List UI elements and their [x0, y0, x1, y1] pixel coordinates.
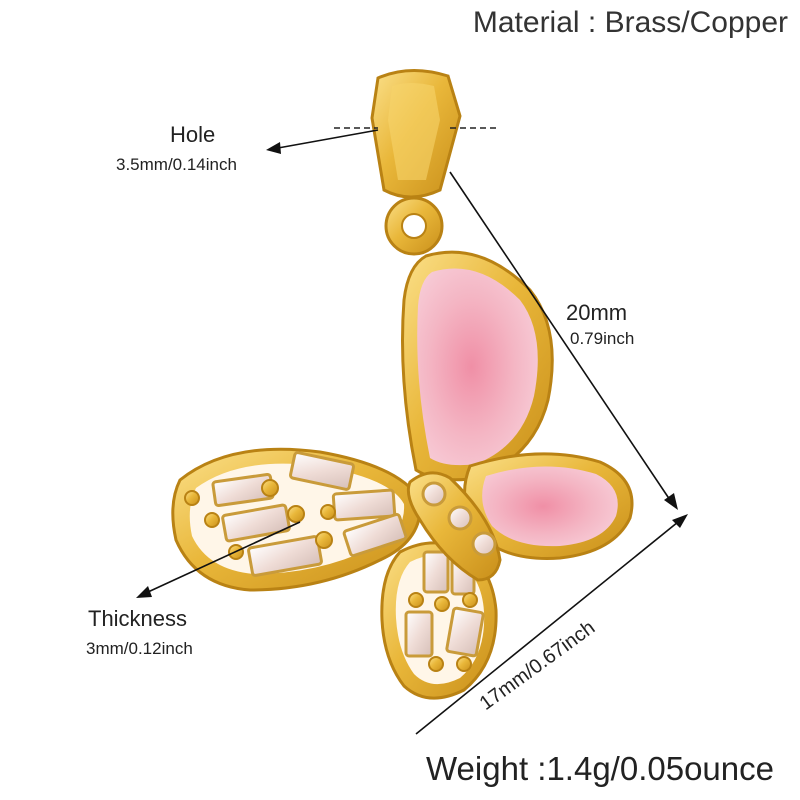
butterfly-body [406, 471, 502, 582]
material-label: Material : Brass/Copper [472, 6, 788, 39]
height-inch-value: 0.79inch [570, 329, 635, 348]
width-dimension-line [415, 514, 688, 735]
pendant-bail [370, 68, 462, 199]
height-mm-label: 20mm [566, 300, 628, 325]
thickness-pointer-line [136, 521, 301, 598]
height-dimension-line [449, 171, 678, 510]
lower-right-wing [463, 452, 634, 560]
lower-left-wing [380, 541, 498, 700]
pendant-loop [384, 196, 444, 256]
hole-label: Hole [170, 122, 216, 147]
upper-left-wing [171, 447, 422, 592]
thickness-value: 3mm/0.12inch [86, 639, 193, 658]
hole-size-value: 3.5mm/0.14inch [116, 155, 237, 174]
upper-right-wing [401, 250, 554, 482]
hole-dimension-line [266, 127, 496, 154]
thickness-label: Thickness [88, 606, 188, 631]
weight-label: Weight :1.4g/0.05ounce [426, 750, 774, 787]
